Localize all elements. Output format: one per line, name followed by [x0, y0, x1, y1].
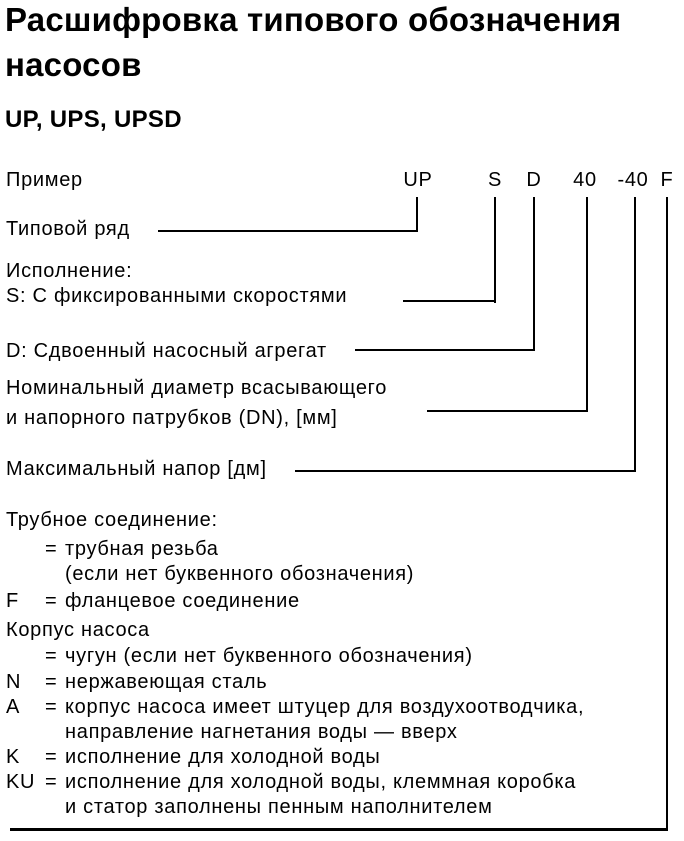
- code-token-up: UP: [403, 169, 433, 191]
- label-diameter-line2: и напорного патрубков (DN), [мм]: [6, 407, 338, 429]
- row-code: N: [6, 671, 22, 693]
- code-token-minus40: -40: [617, 169, 649, 191]
- row-code: KU: [6, 771, 36, 793]
- equals-sign: =: [45, 746, 58, 768]
- leader-line-diameter: [427, 410, 588, 412]
- series-subtitle: UP, UPS, UPSD: [5, 106, 182, 133]
- leader-line-version-s: [403, 300, 496, 302]
- equals-sign: =: [45, 645, 58, 667]
- equals-sign: =: [45, 696, 58, 718]
- label-version-d: D: Сдвоенный насосный агрегат: [6, 340, 327, 362]
- pump-housing-row: направление нагнетания воды — вверх: [6, 720, 682, 746]
- pipe-connection-header: Трубное соединение:: [6, 509, 218, 531]
- pump-housing-header: Корпус насоса: [6, 619, 150, 641]
- pump-housing-row: и статор заполнены пенным наполнителем: [6, 795, 682, 821]
- code-token-f: F: [660, 169, 674, 191]
- pipe-connection-row: F = фланцевое соединение: [6, 589, 682, 615]
- code-token-d: D: [526, 169, 542, 191]
- pump-housing-row: = чугун (если нет буквенного обозначения…: [6, 644, 682, 670]
- pump-housing-row: N = нержавеющая сталь: [6, 670, 682, 696]
- row-text: фланцевое соединение: [65, 590, 300, 612]
- row-text: корпус насоса имеет штуцер для воздухоот…: [65, 696, 585, 718]
- row-text: чугун (если нет буквенного обозначения): [65, 645, 473, 667]
- connector-vertical-s: [494, 197, 496, 303]
- label-version-s: S: С фиксированными скоростями: [6, 285, 348, 307]
- connector-vertical-up: [416, 197, 418, 232]
- example-label: Пример: [6, 169, 83, 191]
- row-text: нержавеющая сталь: [65, 671, 268, 693]
- code-token-40: 40: [573, 169, 597, 191]
- leader-line-max-head: [295, 470, 636, 472]
- label-max-head: Максимальный напор [дм]: [6, 458, 267, 480]
- leader-line-type-series: [158, 230, 418, 232]
- connector-vertical-d: [533, 197, 535, 351]
- row-text: и статор заполнены пенным наполнителем: [65, 796, 493, 818]
- row-text: исполнение для холодной воды: [65, 746, 381, 768]
- equals-sign: =: [45, 771, 58, 793]
- pipe-connection-row: (если нет буквенного обозначения): [6, 562, 682, 588]
- page-title: Расшифровка типового обозначения насосов: [5, 1, 622, 83]
- code-token-s: S: [487, 169, 503, 191]
- connector-vertical-minus40: [634, 197, 636, 472]
- row-text: трубная резьба: [65, 538, 219, 560]
- label-type-series: Типовой ряд: [6, 218, 130, 240]
- connector-vertical-40: [586, 197, 588, 412]
- pump-housing-row: A = корпус насоса имеет штуцер для возду…: [6, 695, 682, 721]
- row-text: направление нагнетания воды — вверх: [65, 721, 458, 743]
- pump-housing-row: K = исполнение для холодной воды: [6, 745, 682, 771]
- equals-sign: =: [45, 671, 58, 693]
- row-code: A: [6, 696, 21, 718]
- row-text: (если нет буквенного обозначения): [65, 563, 415, 585]
- pump-housing-row: KU = исполнение для холодной воды, клемм…: [6, 770, 682, 796]
- equals-sign: =: [45, 590, 58, 612]
- row-text: исполнение для холодной воды, клеммная к…: [65, 771, 577, 793]
- leader-line-version-d: [355, 349, 535, 351]
- label-version-header: Исполнение:: [6, 260, 133, 282]
- leader-line-bottom: [10, 828, 668, 831]
- row-code: F: [6, 590, 19, 612]
- equals-sign: =: [45, 538, 58, 560]
- pipe-connection-row: = трубная резьба: [6, 537, 682, 563]
- row-code: K: [6, 746, 21, 768]
- label-diameter-line1: Номинальный диаметр всасывающего: [6, 377, 388, 399]
- connector-vertical-f: [666, 197, 668, 831]
